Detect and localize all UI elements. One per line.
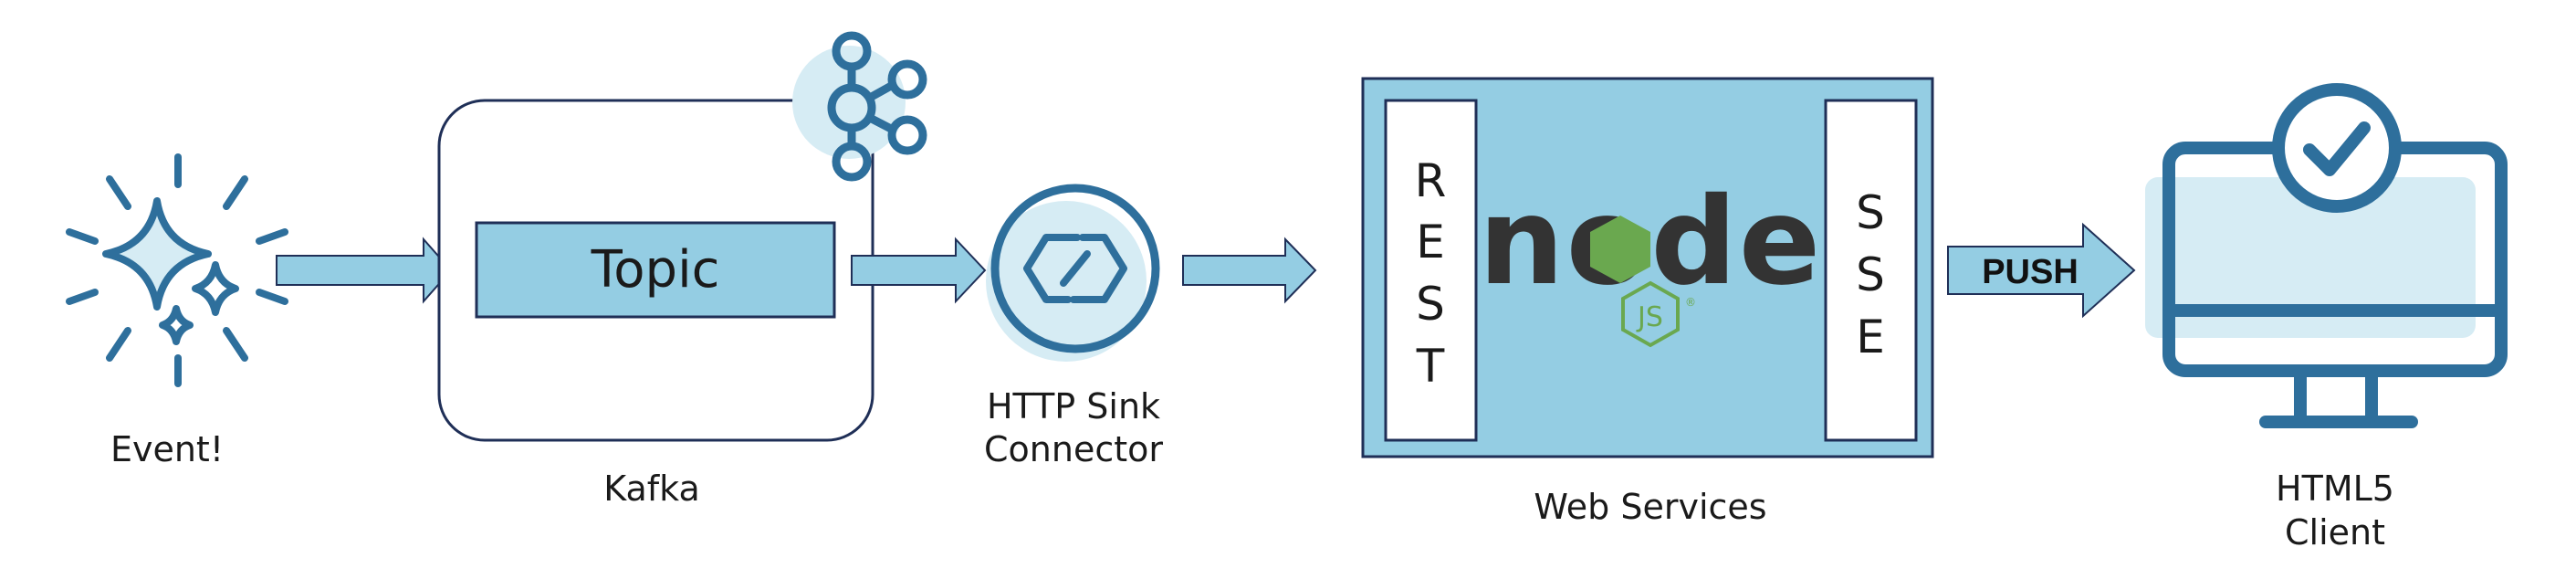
topic-box bbox=[475, 221, 836, 319]
sparkle-icon bbox=[66, 153, 288, 387]
sse-panel bbox=[1824, 99, 1918, 442]
sse-letter: S bbox=[1856, 248, 1885, 301]
event-label: Event! bbox=[110, 429, 224, 469]
connector-label-line2: Connector bbox=[984, 429, 1163, 469]
nodejs-logo-hexagon bbox=[1590, 216, 1650, 283]
monitor-check-icon bbox=[2145, 83, 2508, 428]
client-label-line2: Client bbox=[2285, 512, 2385, 553]
arrow-event-to-kafka bbox=[276, 237, 453, 304]
client-label-line1: HTML5 bbox=[2276, 468, 2394, 509]
sse-letter: S bbox=[1856, 186, 1885, 239]
sse-letters: S S E bbox=[1856, 186, 1885, 363]
rest-letter: S bbox=[1416, 278, 1445, 331]
connector-label-line1: HTTP Sink bbox=[987, 386, 1160, 426]
nodejs-logo-registered-mark: ® bbox=[1685, 296, 1696, 309]
rest-letter: T bbox=[1416, 340, 1445, 393]
rest-letter: E bbox=[1416, 216, 1445, 268]
rest-letter: R bbox=[1415, 154, 1447, 207]
topic-label: Topic bbox=[591, 240, 720, 300]
nodejs-logo-badge bbox=[1621, 280, 1680, 348]
connector-link-icon bbox=[986, 184, 1160, 362]
kafka-logo-icon bbox=[792, 31, 927, 182]
sse-letter: E bbox=[1856, 311, 1885, 363]
arrow-connector-to-webservices bbox=[1182, 237, 1317, 304]
rest-panel bbox=[1384, 99, 1478, 442]
kafka-label: Kafka bbox=[603, 468, 700, 509]
arrow-kafka-to-connector bbox=[851, 237, 987, 304]
push-label: PUSH bbox=[1982, 253, 2079, 291]
push-arrow bbox=[1947, 222, 2136, 319]
rest-letters: R E S T bbox=[1415, 154, 1447, 393]
nodejs-logo-badge-text: JS bbox=[1636, 301, 1663, 333]
nodejs-logo: node JS ® bbox=[1479, 172, 1820, 348]
web-services-label: Web Services bbox=[1534, 487, 1766, 527]
